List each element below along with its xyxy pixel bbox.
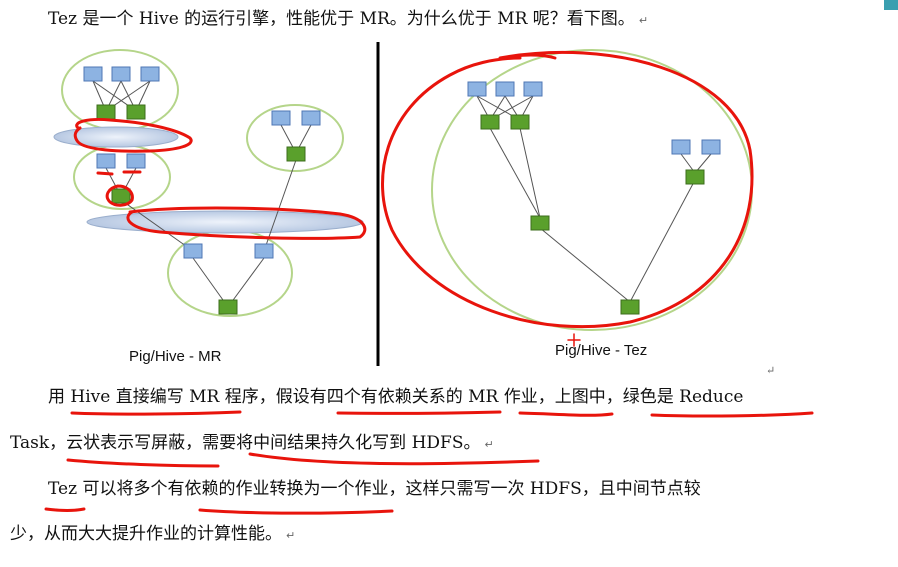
tez-map-node xyxy=(495,81,515,97)
hdfs-cloud-1 xyxy=(53,126,179,148)
mr-map-node xyxy=(96,153,116,169)
mr-caption: Pig/Hive - MR xyxy=(129,348,222,365)
mr-diagram xyxy=(53,49,364,317)
mr-reduce-node xyxy=(111,188,131,204)
para2-line1: Tez 可以将多个有依赖的作业转换为一个作业，这样只需写一次 HDFS，且中间节… xyxy=(48,479,701,499)
mr-map-node xyxy=(254,243,274,259)
tez-reduce-node xyxy=(510,114,530,130)
tez-map-node xyxy=(467,81,487,97)
paragraph-mark: ↵ xyxy=(766,364,776,377)
underline-hdfs-persist xyxy=(248,452,540,466)
underline-to-one-job xyxy=(198,508,394,515)
mr-map-node xyxy=(140,66,160,82)
annotation-tez-circle xyxy=(381,50,754,329)
para1-line1: 用 Hive 直接编写 MR 程序，假设有四个有依赖关系的 MR 作业，上图中，… xyxy=(48,387,744,407)
underline-cloud-write xyxy=(66,458,220,468)
mr-map-node xyxy=(126,153,146,169)
annotation-cloud2-circle xyxy=(126,206,367,240)
tez-reduce-node xyxy=(530,215,550,231)
window-corner-tab xyxy=(884,0,898,10)
tez-reduce-node xyxy=(685,169,705,185)
mr-map-node xyxy=(83,66,103,82)
mr-reduce-node xyxy=(96,104,116,120)
mr-reduce-node xyxy=(126,104,146,120)
tez-diagram xyxy=(431,49,753,331)
tez-reduce-node xyxy=(480,114,500,130)
underline-green-reduce xyxy=(650,411,814,418)
underline-tez xyxy=(44,507,86,512)
para1-line2: Task，云状表示写屏蔽，需要将中间结果持久化写到 HDFS。↵ xyxy=(10,433,494,453)
tez-map-node xyxy=(523,81,543,97)
mr-map-node xyxy=(301,110,321,126)
intro-line: Tez 是一个 Hive 的运行引擎，性能优于 MR。为什么优于 MR 呢？看下… xyxy=(48,9,649,29)
mr-map-node xyxy=(271,110,291,126)
mr-job1-circle xyxy=(61,49,179,131)
mr-reduce-node xyxy=(218,299,238,315)
annotation-reduce-circle xyxy=(105,184,134,207)
red-annotations xyxy=(44,50,814,515)
tez-map-node xyxy=(701,139,721,155)
para2-line2: 少，从而大大提升作业的计算性能。↵ xyxy=(10,524,296,544)
mr-job3-circle xyxy=(246,104,344,172)
mr-map-node xyxy=(111,66,131,82)
tez-reduce-node xyxy=(620,299,640,315)
underline-hive-mr xyxy=(70,410,242,416)
underline-dependency xyxy=(336,410,502,415)
mr-map-node xyxy=(183,243,203,259)
annotation-reduce-tick xyxy=(96,170,142,176)
tez-map-node xyxy=(671,139,691,155)
annotation-cloud1-circle xyxy=(73,118,193,153)
underline-mr-job xyxy=(518,411,614,417)
annotation-cursor-plus xyxy=(567,333,581,347)
tez-caption: Pig/Hive - Tez xyxy=(555,342,648,359)
mr-reduce-node xyxy=(286,146,306,162)
